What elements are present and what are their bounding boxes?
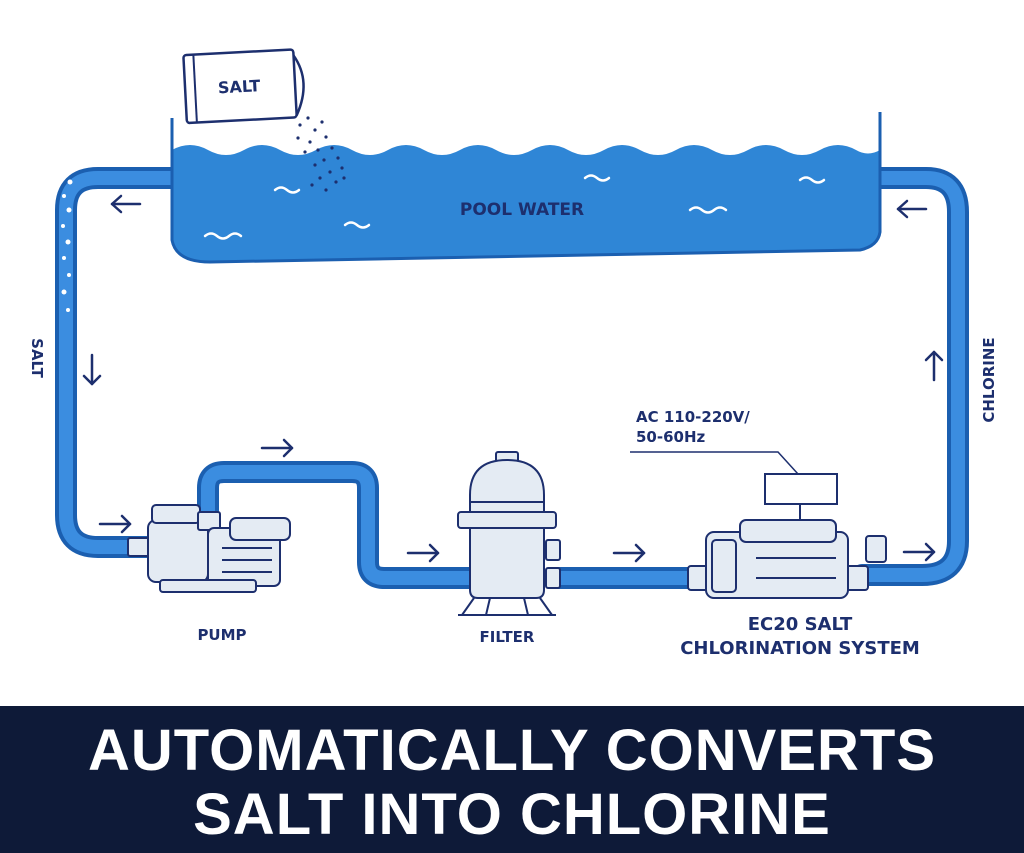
- salt-pipe-label: SALT: [28, 338, 46, 378]
- banner-line-2: SALT INTO CHLORINE: [193, 782, 831, 847]
- flow-arrow-icon: [82, 353, 102, 386]
- salt-bag-icon: SALT: [182, 48, 305, 125]
- flow-arrow-icon: [260, 438, 294, 458]
- flow-arrow-icon: [110, 194, 142, 214]
- pool-tank: POOL WATER: [170, 112, 882, 264]
- pipe-outline: [55, 167, 183, 558]
- filter-label: FILTER: [480, 628, 535, 646]
- chlorinator-label-line2: CHLORINATION SYSTEM: [680, 638, 920, 659]
- filter-icon: [457, 451, 561, 616]
- power-line: [630, 451, 799, 475]
- flow-arrow-icon: [98, 514, 132, 534]
- pipe-pump-to-filter: [201, 465, 477, 585]
- pump-icon: [127, 504, 291, 593]
- pipe-left-return: [59, 171, 179, 554]
- flow-arrow-icon: [406, 543, 440, 563]
- pool-water: [172, 145, 880, 262]
- flow-arrow-icon: [902, 542, 936, 562]
- flow-arrow-icon: [896, 199, 928, 219]
- flow-arrows: [82, 194, 944, 563]
- banner: AUTOMATICALLY CONVERTS SALT INTO CHLORIN…: [0, 706, 1024, 853]
- chlorinator-icon: [687, 519, 887, 599]
- salt-bubbles: [61, 179, 73, 312]
- pool-label: POOL WATER: [460, 200, 584, 220]
- salt-bag-label: SALT: [217, 76, 260, 97]
- salt-grains: [296, 116, 346, 192]
- chlorine-pipe-label: CHLORINE: [980, 337, 998, 422]
- control-box-icon: [764, 473, 838, 505]
- power-label-line2: 50-60Hz: [636, 428, 706, 446]
- power-label-line1: AC 110-220V/: [636, 408, 750, 426]
- pool-wall: [170, 112, 882, 264]
- chlorinator-label-line1: EC20 SALT: [748, 614, 853, 635]
- flow-arrow-icon: [612, 543, 646, 563]
- pipe-right-return: [855, 171, 965, 582]
- banner-line-1: AUTOMATICALLY CONVERTS: [87, 718, 937, 783]
- pump-label: PUMP: [197, 626, 246, 644]
- pipe-loop: [55, 167, 969, 589]
- water-ripples: [203, 174, 826, 240]
- flow-arrow-icon: [924, 350, 944, 382]
- salt-chlorination-diagram: POOL WATER SALT SALT CHLORINE: [28, 48, 998, 659]
